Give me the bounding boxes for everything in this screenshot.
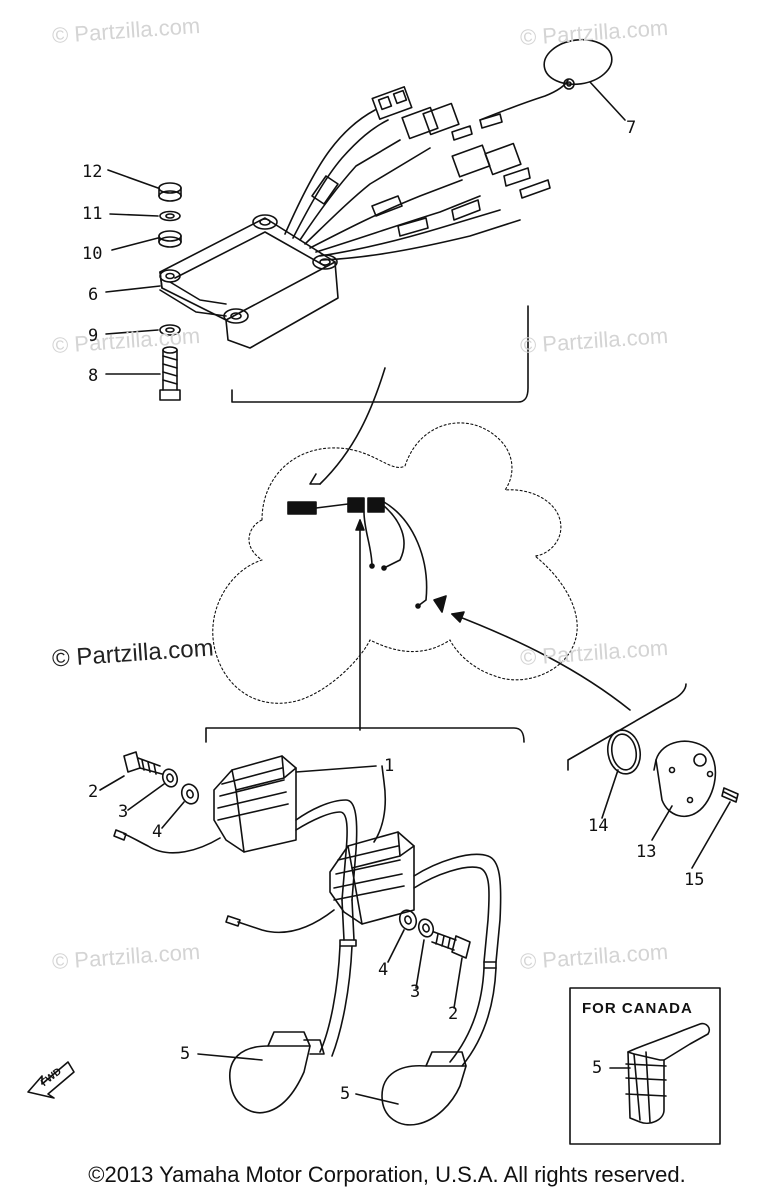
cover-assembly — [601, 729, 739, 869]
callout-3: 3 — [410, 982, 421, 1002]
fasteners-cdi — [105, 169, 182, 401]
cdi-wire-harness — [284, 86, 551, 261]
callout-14: 14 — [588, 816, 609, 836]
callout-5: 5 — [592, 1058, 603, 1078]
callout-11: 11 — [82, 204, 103, 224]
callout-8: 8 — [88, 366, 99, 386]
ignition-coil-upper — [113, 755, 358, 1114]
location-bracket-bottom — [205, 727, 525, 743]
callout-13: 13 — [636, 842, 657, 862]
cdi-unit-part-6 — [159, 214, 339, 349]
callout-6: 6 — [88, 285, 99, 305]
callout-10: 10 — [82, 244, 103, 264]
callout-4: 4 — [378, 960, 389, 980]
callout-4: 4 — [152, 822, 163, 842]
ground-wire-part-7 — [479, 38, 626, 121]
motorcycle-outline — [212, 422, 578, 704]
copyright-notice: ©2013 Yamaha Motor Corporation, U.S.A. A… — [88, 1162, 686, 1187]
fwd-arrow — [27, 1061, 75, 1099]
callout-5: 5 — [180, 1044, 191, 1064]
canada-inset — [569, 987, 721, 1145]
canada-inset-label: FOR CANADA — [582, 1000, 693, 1017]
callout-5: 5 — [340, 1084, 351, 1104]
coil-fasteners — [99, 751, 471, 1009]
location-bracket-top — [231, 305, 529, 485]
ignition-coil-lower — [225, 831, 502, 1126]
leader-part-1 — [295, 765, 387, 843]
callout-7: 7 — [626, 118, 637, 138]
location-bracket-right — [567, 683, 687, 771]
callout-1: 1 — [384, 756, 395, 776]
callout-2: 2 — [88, 782, 99, 802]
callout-2: 2 — [448, 1004, 459, 1024]
silhouette-wiring — [287, 497, 631, 731]
callout-12: 12 — [82, 162, 103, 182]
callout-15: 15 — [684, 870, 705, 890]
callout-3: 3 — [118, 802, 129, 822]
callout-9: 9 — [88, 326, 99, 346]
leader-part-5 — [197, 1053, 399, 1105]
